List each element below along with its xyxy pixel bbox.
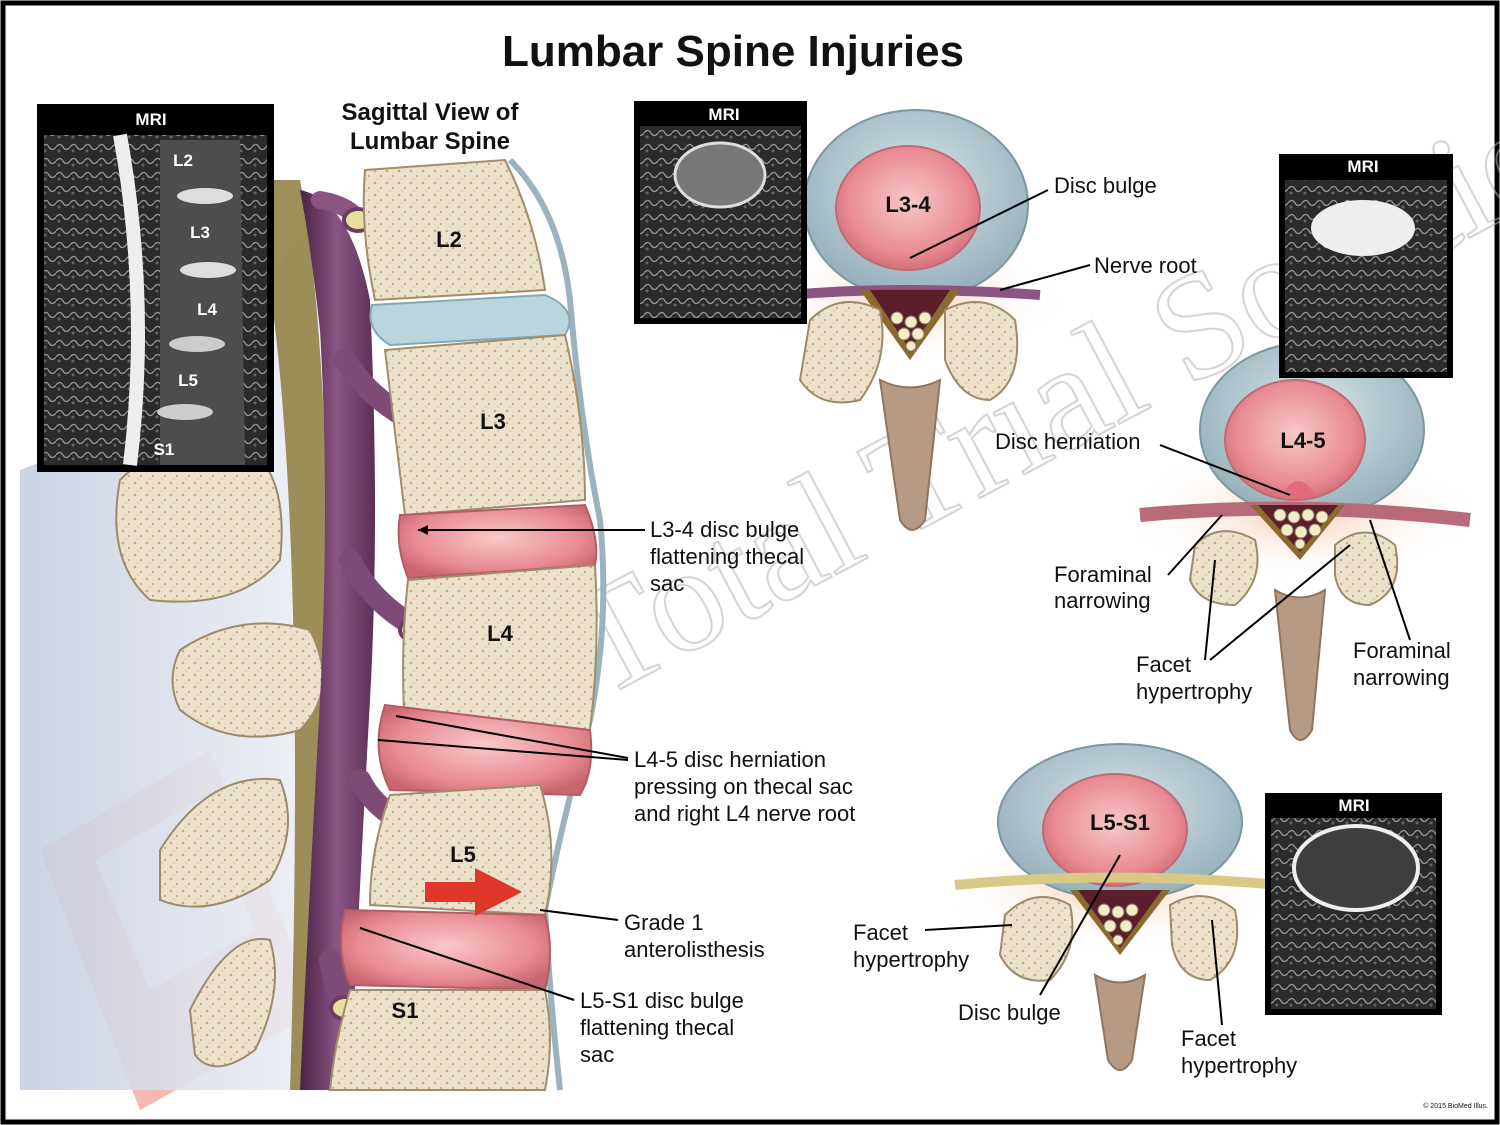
annotation-l45-line3: and right L4 nerve root xyxy=(634,801,855,826)
annotation-l5s1-line1: L5-S1 disc bulge xyxy=(580,988,744,1013)
vertebra-label-s1: S1 xyxy=(392,998,419,1023)
axial-l5s1-facet-left-line1: Facet xyxy=(853,920,908,945)
vertebra-s1 xyxy=(328,989,551,1091)
sagittal-annotations: L3-4 disc bulge flattening thecal sac L4… xyxy=(359,517,855,1067)
axial-l45-disc-herniation: Disc herniation xyxy=(995,429,1141,454)
axial-l5s1-facet-right-line2: hypertrophy xyxy=(1181,1053,1297,1078)
axial-l45-foraminal-left-line1: Foraminal xyxy=(1054,562,1152,587)
annotation-grade1-line1: Grade 1 xyxy=(624,910,704,935)
annotation-l5s1-line3: sac xyxy=(580,1042,614,1067)
sagittal-heading-line2: Lumbar Spine xyxy=(350,128,510,155)
vertebra-label-l3: L3 xyxy=(480,409,506,434)
annotation-l34-line2: flattening thecal xyxy=(650,544,804,569)
annotation-l34-line3: sac xyxy=(650,571,684,596)
axial-l5s1-facet-left-line2: hypertrophy xyxy=(853,947,969,972)
vertebra-label-l2: L2 xyxy=(436,227,462,252)
mri-vertebra-s1: S1 xyxy=(154,440,175,459)
mri-label-l5s1: MRI xyxy=(1338,796,1369,815)
axial-l5s1-disc-bulge: Disc bulge xyxy=(958,1000,1061,1025)
axial-l34: L3-4 Disc bulge Nerve root xyxy=(760,109,1197,531)
vertebra-label-l4: L4 xyxy=(487,621,513,646)
sagittal-spine: L2 L3 L4 L5 S1 xyxy=(20,157,607,1091)
annotation-l45-line1: L4-5 disc herniation xyxy=(634,747,826,772)
axial-l34-disc-bulge: Disc bulge xyxy=(1054,173,1157,198)
mri-inset-l34: MRI xyxy=(634,101,807,324)
mri-label-l34: MRI xyxy=(708,105,739,124)
vertebra-l2 xyxy=(362,158,547,302)
axial-l45-foraminal-right-line2: narrowing xyxy=(1353,665,1450,690)
mri-vertebra-l2: L2 xyxy=(173,151,193,170)
axial-l5s1-level: L5-S1 xyxy=(1090,810,1150,835)
axial-l45-facet-line1: Facet xyxy=(1136,652,1191,677)
sagittal-heading-line1: Sagittal View of xyxy=(342,99,520,126)
annotation-l45-line2: pressing on thecal sac xyxy=(634,774,853,799)
mri-vertebra-l4: L4 xyxy=(197,300,217,319)
vertebra-l4 xyxy=(402,563,598,731)
axial-l45: L4-5 Disc herniation Foraminal narrowing… xyxy=(995,341,1471,741)
annotation-grade1-line2: anterolisthesis xyxy=(624,937,765,962)
mri-label-sagittal: MRI xyxy=(135,110,166,129)
mri-inset-l45: MRI xyxy=(1279,154,1453,378)
annotation-l5s1-line2: flattening thecal xyxy=(580,1015,734,1040)
mri-vertebra-l3: L3 xyxy=(190,223,210,242)
mri-inset-l5s1: MRI xyxy=(1265,793,1442,1015)
axial-l34-level: L3-4 xyxy=(885,192,931,217)
mri-vertebra-l5: L5 xyxy=(178,371,198,390)
anterolisthesis-arrow xyxy=(425,868,522,916)
axial-l5s1-facet-right-line1: Facet xyxy=(1181,1026,1236,1051)
copyright: © 2015 BioMed Illus. xyxy=(1423,1102,1488,1110)
axial-l45-facet-line2: hypertrophy xyxy=(1136,679,1252,704)
axial-l45-level: L4-5 xyxy=(1280,428,1325,453)
axial-l34-nerve-root: Nerve root xyxy=(1094,253,1197,278)
axial-l5s1: L5-S1 Facet hypertrophy Disc bulge Facet… xyxy=(853,743,1297,1078)
mri-inset-sagittal: MRI L2 L3 L4 L5 S1 xyxy=(37,104,274,472)
annotation-l34-line1: L3-4 disc bulge xyxy=(650,517,799,542)
axial-l45-foraminal-right-line1: Foraminal xyxy=(1353,638,1451,663)
page-title: Lumbar Spine Injuries xyxy=(502,27,964,76)
vertebra-label-l5: L5 xyxy=(450,842,476,867)
axial-l45-foraminal-left-line2: narrowing xyxy=(1054,588,1151,613)
disc-l5-s1 xyxy=(340,908,551,992)
vertebra-l3 xyxy=(383,333,587,517)
mri-label-l45: MRI xyxy=(1347,157,1378,176)
